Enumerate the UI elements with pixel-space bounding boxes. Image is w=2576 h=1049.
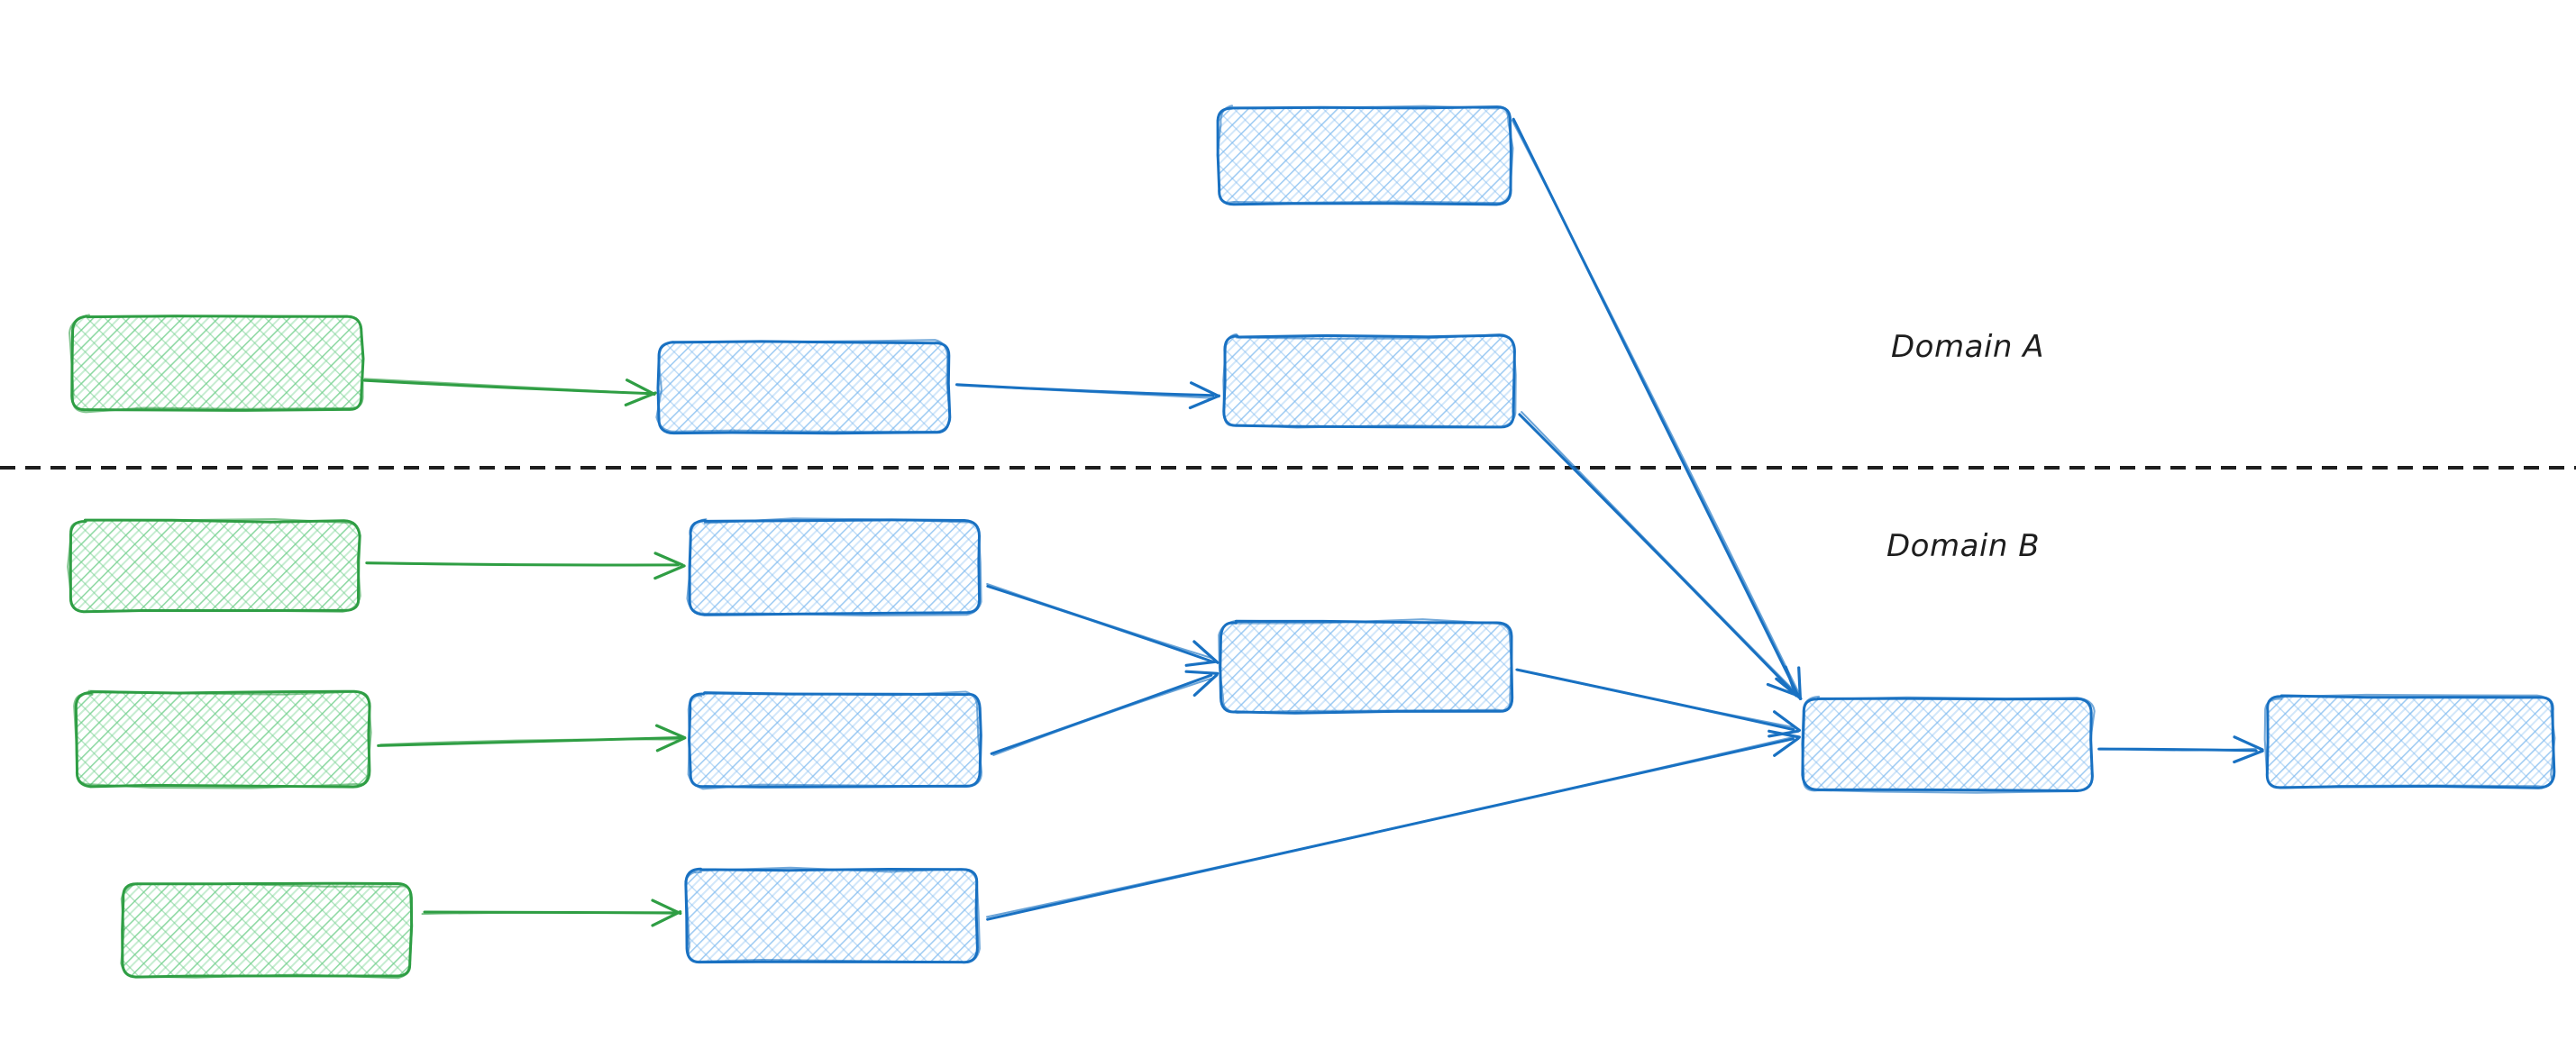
node-b-green-1[interactable]	[67, 517, 361, 614]
node-b-green-2[interactable]	[73, 689, 372, 789]
node-b-blue-2[interactable]	[687, 690, 982, 790]
node-a-blue-top[interactable]	[1216, 105, 1514, 206]
edge-a-blue-top-to-b-blue-hub	[1511, 117, 1803, 700]
edge-b-blue-1-to-b-blue-mid	[986, 583, 1219, 667]
edge-b-blue-hub-to-b-blue-final	[2097, 735, 2264, 764]
node-b-blue-3[interactable]	[684, 866, 981, 964]
node-a-green-1[interactable]	[69, 314, 365, 414]
node-b-blue-final[interactable]	[2263, 693, 2556, 789]
node-b-green-3[interactable]	[120, 881, 414, 980]
edge-a-blue-1-to-a-blue-2	[955, 381, 1220, 410]
domain-label-layer: Domain A Domain B	[1886, 329, 2044, 564]
domain-label-domain-b: Domain B	[1886, 528, 2040, 564]
domain-label-domain-a: Domain A	[1891, 329, 2044, 365]
node-layer	[67, 105, 2556, 980]
edge-a-blue-2-to-b-blue-hub	[1518, 411, 1798, 698]
node-a-blue-1[interactable]	[655, 339, 952, 435]
node-b-blue-1[interactable]	[686, 517, 982, 617]
node-b-blue-mid[interactable]	[1218, 618, 1514, 715]
edge-b-blue-2-to-b-blue-mid	[990, 670, 1219, 756]
edge-layer	[362, 117, 2264, 927]
edge-b-blue-3-to-b-blue-hub	[986, 729, 1801, 921]
node-b-blue-hub[interactable]	[1801, 695, 2096, 794]
edge-b-blue-mid-to-b-blue-hub	[1515, 668, 1801, 738]
edge-b-green-2-to-b-blue-2	[377, 724, 687, 753]
edge-a-green-1-to-a-blue-1	[362, 378, 657, 406]
edge-b-green-1-to-b-blue-1	[365, 552, 686, 580]
edge-b-green-3-to-b-blue-3	[421, 898, 682, 927]
node-a-blue-2[interactable]	[1222, 333, 1517, 429]
